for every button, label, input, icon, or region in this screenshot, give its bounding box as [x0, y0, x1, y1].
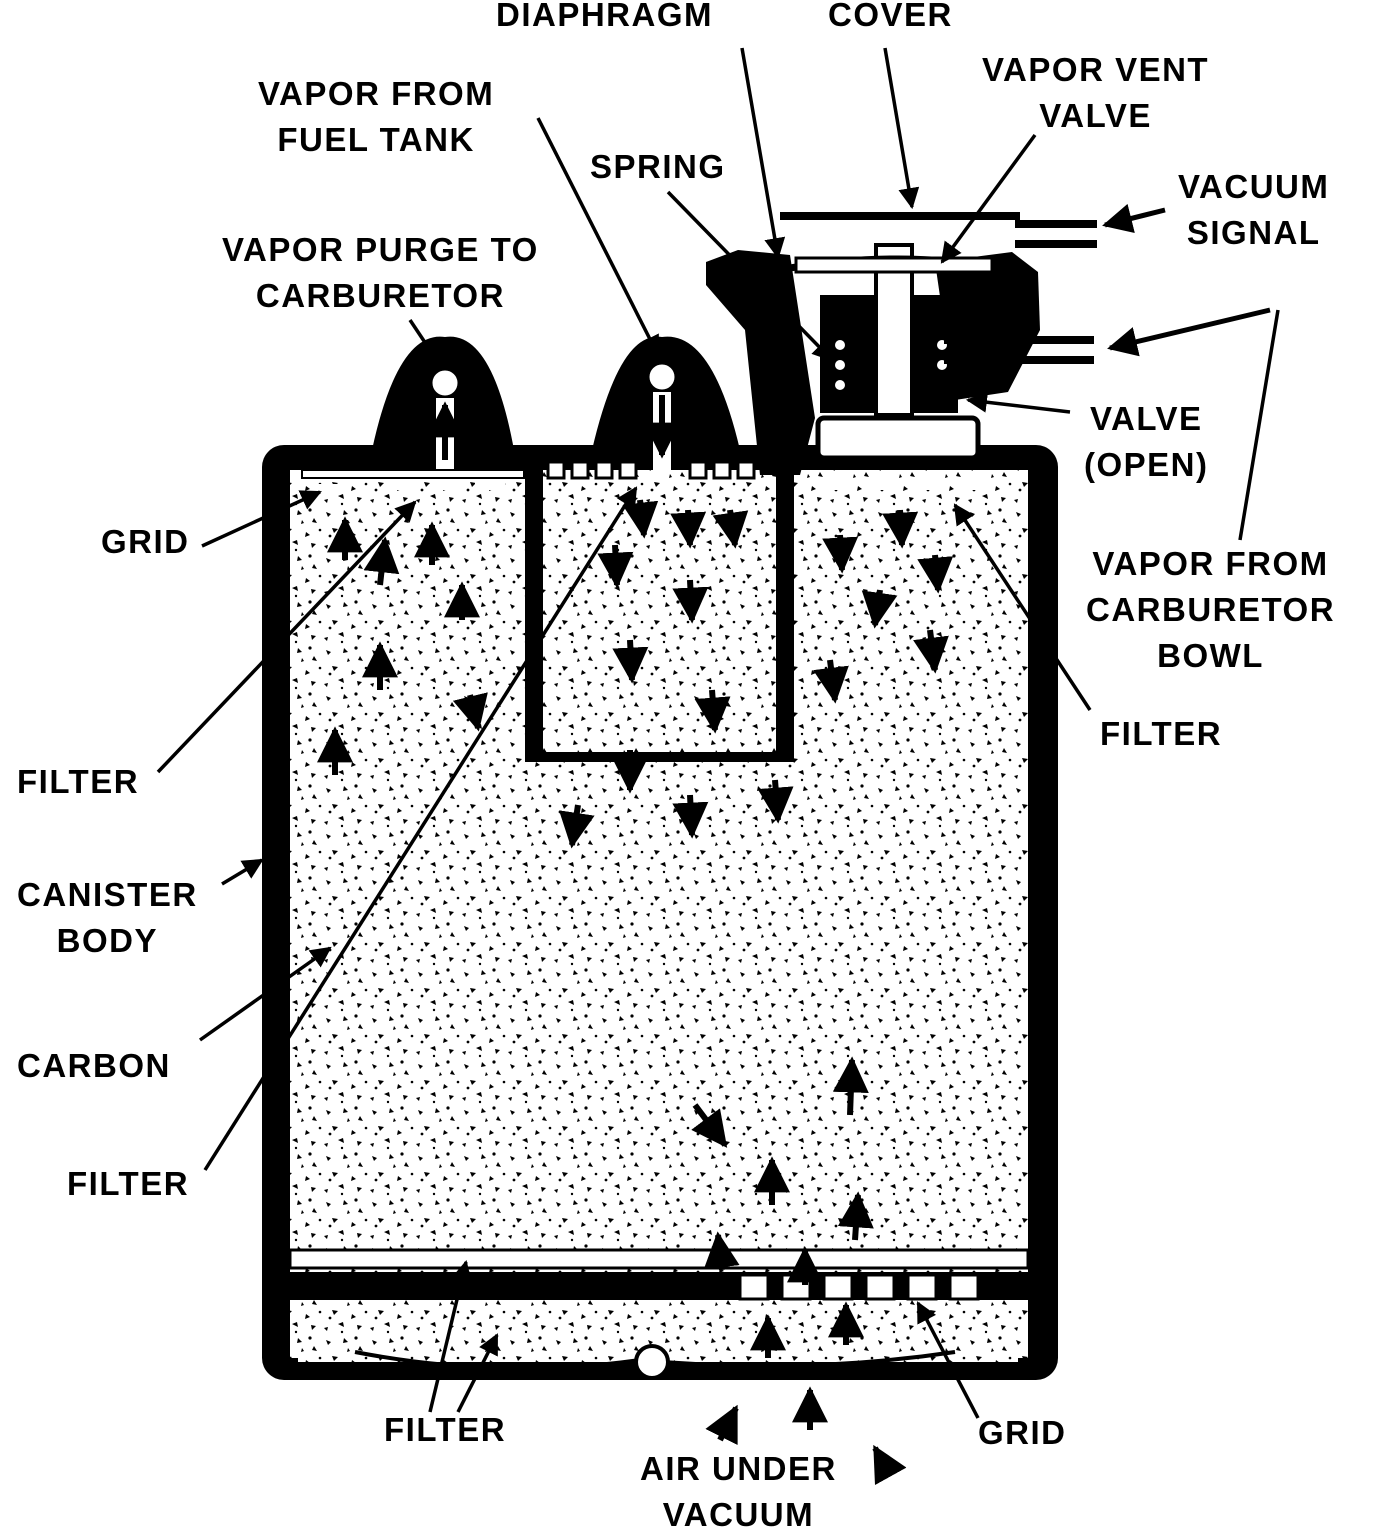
label-canister-body-line-2: BODY [56, 922, 159, 959]
label-carb-bowl-line-3: BOWL [1157, 637, 1264, 674]
label-filter-right-line: FILTER [1100, 715, 1223, 752]
label-grid-bottom: GRID [978, 1410, 1067, 1456]
label-grid-bottom-line: GRID [978, 1414, 1067, 1451]
label-filter-left-upper-line: FILTER [17, 763, 140, 800]
fuel-tank-inlet-boss [592, 336, 740, 470]
label-vapor-from-fuel-tank: VAPOR FROM FUEL TANK [258, 71, 494, 163]
top-grid [301, 460, 983, 494]
label-carbon: CARBON [17, 1043, 171, 1089]
label-filter-left-lower: FILTER [67, 1161, 189, 1207]
label-diaphragm: DIAPHRAGM [496, 0, 713, 38]
label-carbon-line: CARBON [17, 1047, 171, 1084]
vapor-vent-valve-housing [706, 212, 1097, 475]
label-valve-open-line-1: VALVE [1089, 400, 1203, 437]
label-vapor-vent-valve-line-1: VAPOR VENT [982, 51, 1210, 88]
label-canister-body-line-1: CANISTER [17, 876, 198, 913]
label-filter-left-lower-line: FILTER [67, 1165, 190, 1202]
label-cover: COVER [828, 0, 953, 38]
leader-lines [156, 47, 1280, 1419]
label-carb-bowl-line-1: VAPOR FROM [1092, 545, 1329, 582]
label-valve-open: VALVE (OPEN) [1084, 396, 1209, 488]
label-grid-top: GRID [101, 519, 190, 565]
label-filter-right: FILTER [1100, 711, 1222, 757]
bottom-grid [270, 1248, 1048, 1380]
label-valve-open-line-2: (OPEN) [1084, 446, 1209, 483]
label-grid-top-line: GRID [101, 523, 190, 560]
flow-arrows [317, 395, 954, 1486]
label-filter-bottom: FILTER [384, 1407, 506, 1453]
label-vapor-from-fuel-tank-line-2: FUEL TANK [277, 121, 475, 158]
label-vapor-vent-valve: VAPOR VENT VALVE [982, 47, 1209, 139]
label-air-under-vacuum-line-1: AIR UNDER [640, 1450, 837, 1487]
label-spring: SPRING [590, 144, 726, 190]
label-filter-bottom-line: FILTER [384, 1411, 507, 1448]
label-vacuum-signal: VACUUM SIGNAL [1178, 164, 1329, 256]
label-canister-body: CANISTER BODY [17, 872, 198, 964]
label-vapor-purge-to-carburetor: VAPOR PURGE TO CARBURETOR [222, 227, 539, 319]
label-vapor-vent-valve-line-2: VALVE [1039, 97, 1152, 134]
label-diaphragm-line: DIAPHRAGM [496, 0, 713, 33]
label-vapor-purge-line-1: VAPOR PURGE TO [222, 231, 539, 268]
label-vapor-from-fuel-tank-line-1: VAPOR FROM [258, 75, 495, 112]
label-vacuum-signal-line-1: VACUUM [1178, 168, 1330, 205]
port-arrows [1102, 203, 1271, 357]
internal-partitions [525, 470, 794, 762]
label-cover-line: COVER [828, 0, 953, 33]
label-air-under-vacuum-line-2: VACUUM [662, 1496, 815, 1533]
label-filter-left-upper: FILTER [17, 759, 139, 805]
label-spring-line: SPRING [590, 148, 726, 185]
label-vacuum-signal-line-2: SIGNAL [1186, 214, 1321, 251]
canister-body [262, 445, 1058, 1380]
label-air-under-vacuum: AIR UNDER VACUUM [640, 1446, 837, 1538]
label-vapor-purge-line-2: CARBURETOR [255, 277, 505, 314]
label-carb-bowl-line-2: CARBURETOR [1086, 591, 1336, 628]
label-vapor-from-carburetor-bowl: VAPOR FROM CARBURETOR BOWL [1086, 541, 1335, 679]
